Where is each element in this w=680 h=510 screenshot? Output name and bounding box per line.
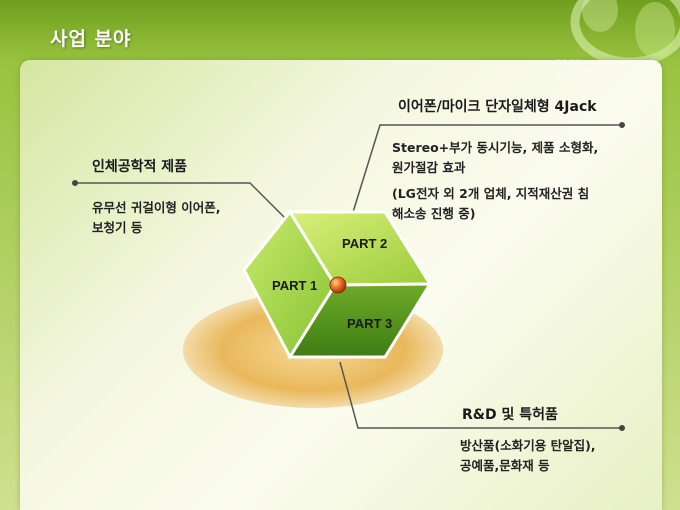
section-top-right-line3: (LG전자 외 2개 업체, 지적재산권 침 bbox=[392, 186, 590, 201]
section-bottom-right-line1: 방산품(소화기용 탄알집), bbox=[460, 438, 596, 453]
section-top-right-heading: 이어폰/마이크 단자일체형 4Jack bbox=[398, 99, 597, 115]
connector-top-dot bbox=[619, 122, 625, 128]
connector-top bbox=[344, 124, 622, 239]
connector-left-dot bbox=[72, 180, 78, 186]
part3-face bbox=[287, 282, 433, 359]
part1-label: PART 1 bbox=[272, 278, 317, 293]
section-left-line1: 유무선 귀걸이형 이어폰, bbox=[92, 200, 221, 215]
connector-bottom-dot bbox=[619, 425, 625, 431]
part3-label: PART 3 bbox=[347, 316, 392, 331]
section-bottom-right-line2: 공예품,문화재 등 bbox=[460, 458, 550, 473]
part2-label: PART 2 bbox=[342, 236, 387, 251]
center-ball bbox=[329, 276, 347, 294]
connector-left bbox=[75, 182, 286, 219]
connector-bottom bbox=[339, 361, 622, 429]
section-top-right-line4: 해소송 진행 중) bbox=[392, 206, 476, 221]
section-top-right-line1: Stereo+부가 동시기능, 제품 소형화, bbox=[392, 140, 599, 155]
section-bottom-right-heading: R&D 및 특허품 bbox=[462, 407, 558, 423]
section-top-right-line2: 원가절감 효과 bbox=[392, 160, 466, 175]
section-left-line2: 보청기 등 bbox=[92, 220, 143, 235]
section-left-heading: 인체공학적 제품 bbox=[92, 159, 188, 175]
binary-decoration: 0100 10000 bbox=[555, 57, 589, 82]
slide-title: 사업 분야 bbox=[50, 28, 132, 50]
